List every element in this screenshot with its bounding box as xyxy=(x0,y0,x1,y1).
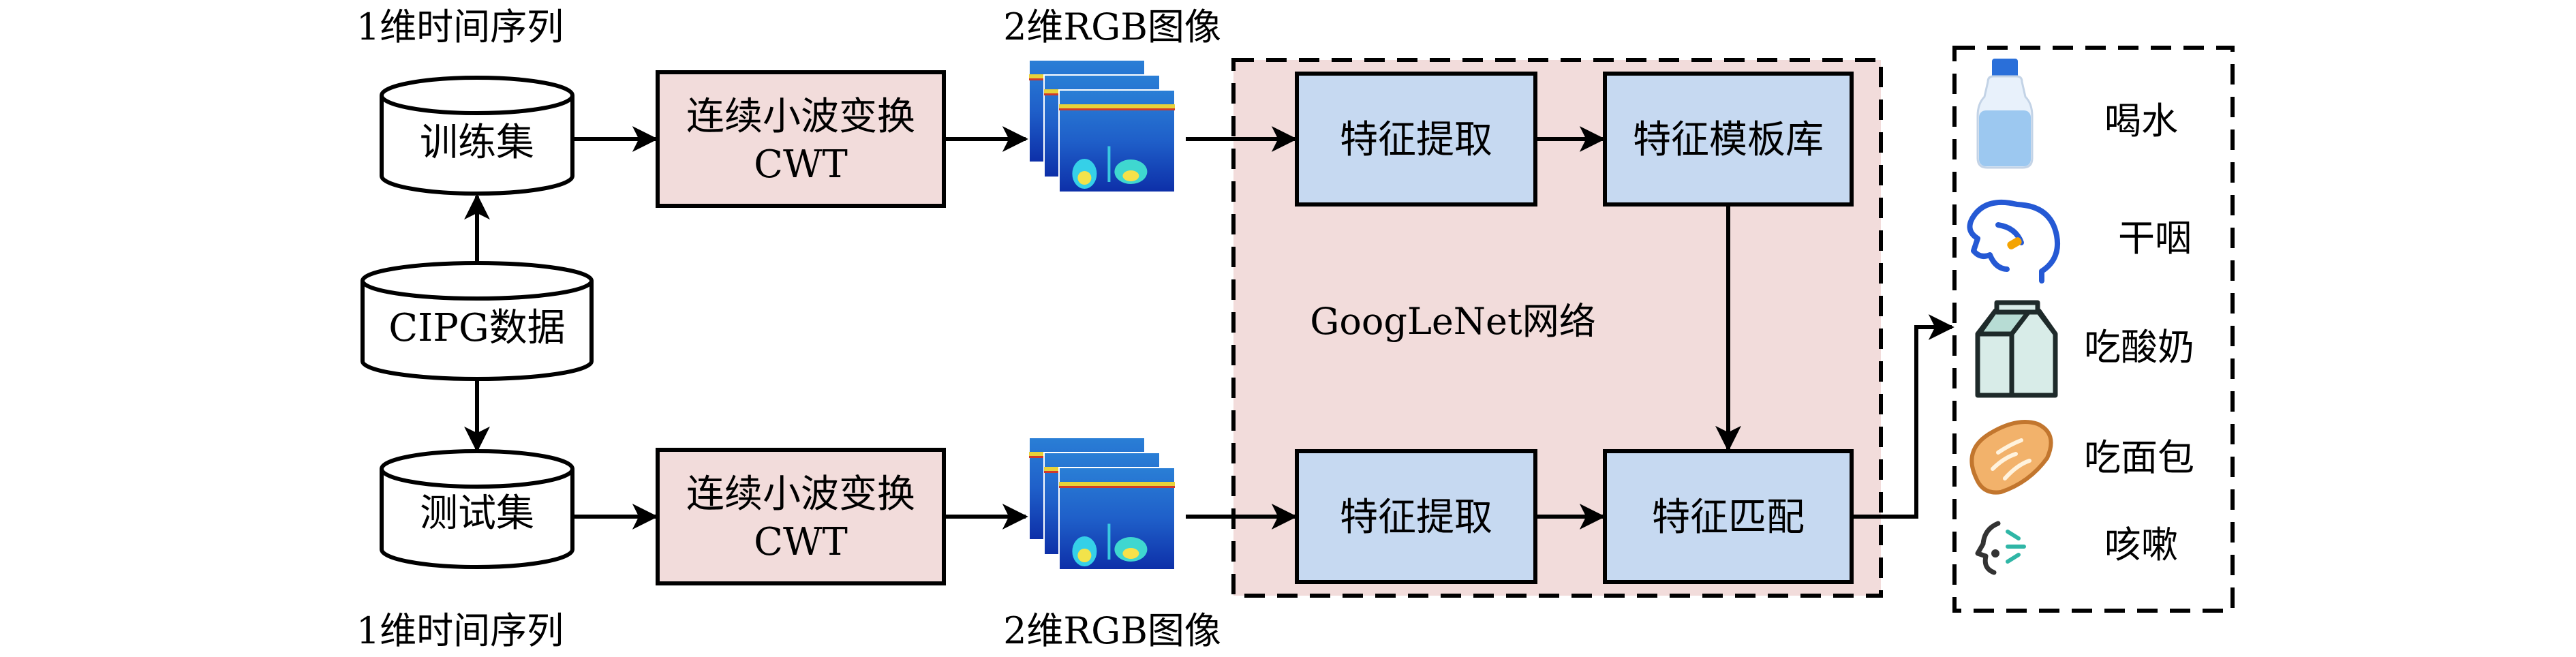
feature-match-label: 特征匹配 xyxy=(1652,495,1805,540)
cipg-data-label: CIPG数据 xyxy=(388,306,565,350)
feature-template-label: 特征模板库 xyxy=(1633,118,1824,162)
train-set-cylinder: 训练集 xyxy=(380,76,574,196)
cwt-bottom-line2: CWT xyxy=(754,520,848,564)
test-set-cylinder: 测试集 xyxy=(380,449,574,569)
cipg-data-cylinder: CIPG数据 xyxy=(361,261,594,381)
series-1d-label-top: 1维时间序列 xyxy=(356,5,564,48)
result-label-cough: 咳嗽 xyxy=(2104,523,2178,566)
milk-carton-icon xyxy=(1975,300,2058,398)
train-set-label: 训练集 xyxy=(420,121,534,165)
rgb-2d-label-bottom: 2维RGB图像 xyxy=(1003,609,1221,652)
feature-extract-box-bottom: 特征提取 xyxy=(1295,449,1537,584)
throat-icon xyxy=(1967,199,2060,284)
cwt-top-line2: CWT xyxy=(754,142,848,187)
rgb-2d-label-top: 2维RGB图像 xyxy=(1003,5,1221,48)
bread-icon xyxy=(1969,420,2053,495)
series-1d-label-bottom: 1维时间序列 xyxy=(356,609,564,652)
result-label-dry-swallow: 干咽 xyxy=(2118,217,2192,260)
result-label-yogurt: 吃酸奶 xyxy=(2084,326,2194,369)
feature-extract-bottom-label: 特征提取 xyxy=(1340,495,1492,540)
spectrogram-stack-bottom xyxy=(1028,437,1176,570)
feature-match-box: 特征匹配 xyxy=(1603,449,1854,584)
result-label-bread: 吃面包 xyxy=(2084,436,2194,479)
test-set-label: 测试集 xyxy=(420,491,534,536)
spectrogram-stack-top xyxy=(1028,59,1176,193)
cwt-top-line1: 连续小波变换 xyxy=(686,95,915,139)
spectrogram-image xyxy=(1058,89,1176,193)
network-label: GoogLeNet网络 xyxy=(1310,300,1595,343)
cough-icon xyxy=(1975,521,2026,575)
cwt-box-top: 连续小波变换 CWT xyxy=(656,70,946,208)
cwt-box-bottom: 连续小波变换 CWT xyxy=(656,448,946,585)
spectrogram-image xyxy=(1058,467,1176,570)
feature-template-box: 特征模板库 xyxy=(1603,72,1854,207)
arrow-match-to-results xyxy=(1854,314,1954,519)
cwt-bottom-line1: 连续小波变换 xyxy=(686,472,915,517)
feature-extract-top-label: 特征提取 xyxy=(1340,118,1492,162)
water-bottle-icon xyxy=(1976,59,2034,169)
feature-extract-box-top: 特征提取 xyxy=(1295,72,1537,207)
result-label-drink-water: 喝水 xyxy=(2104,100,2178,142)
